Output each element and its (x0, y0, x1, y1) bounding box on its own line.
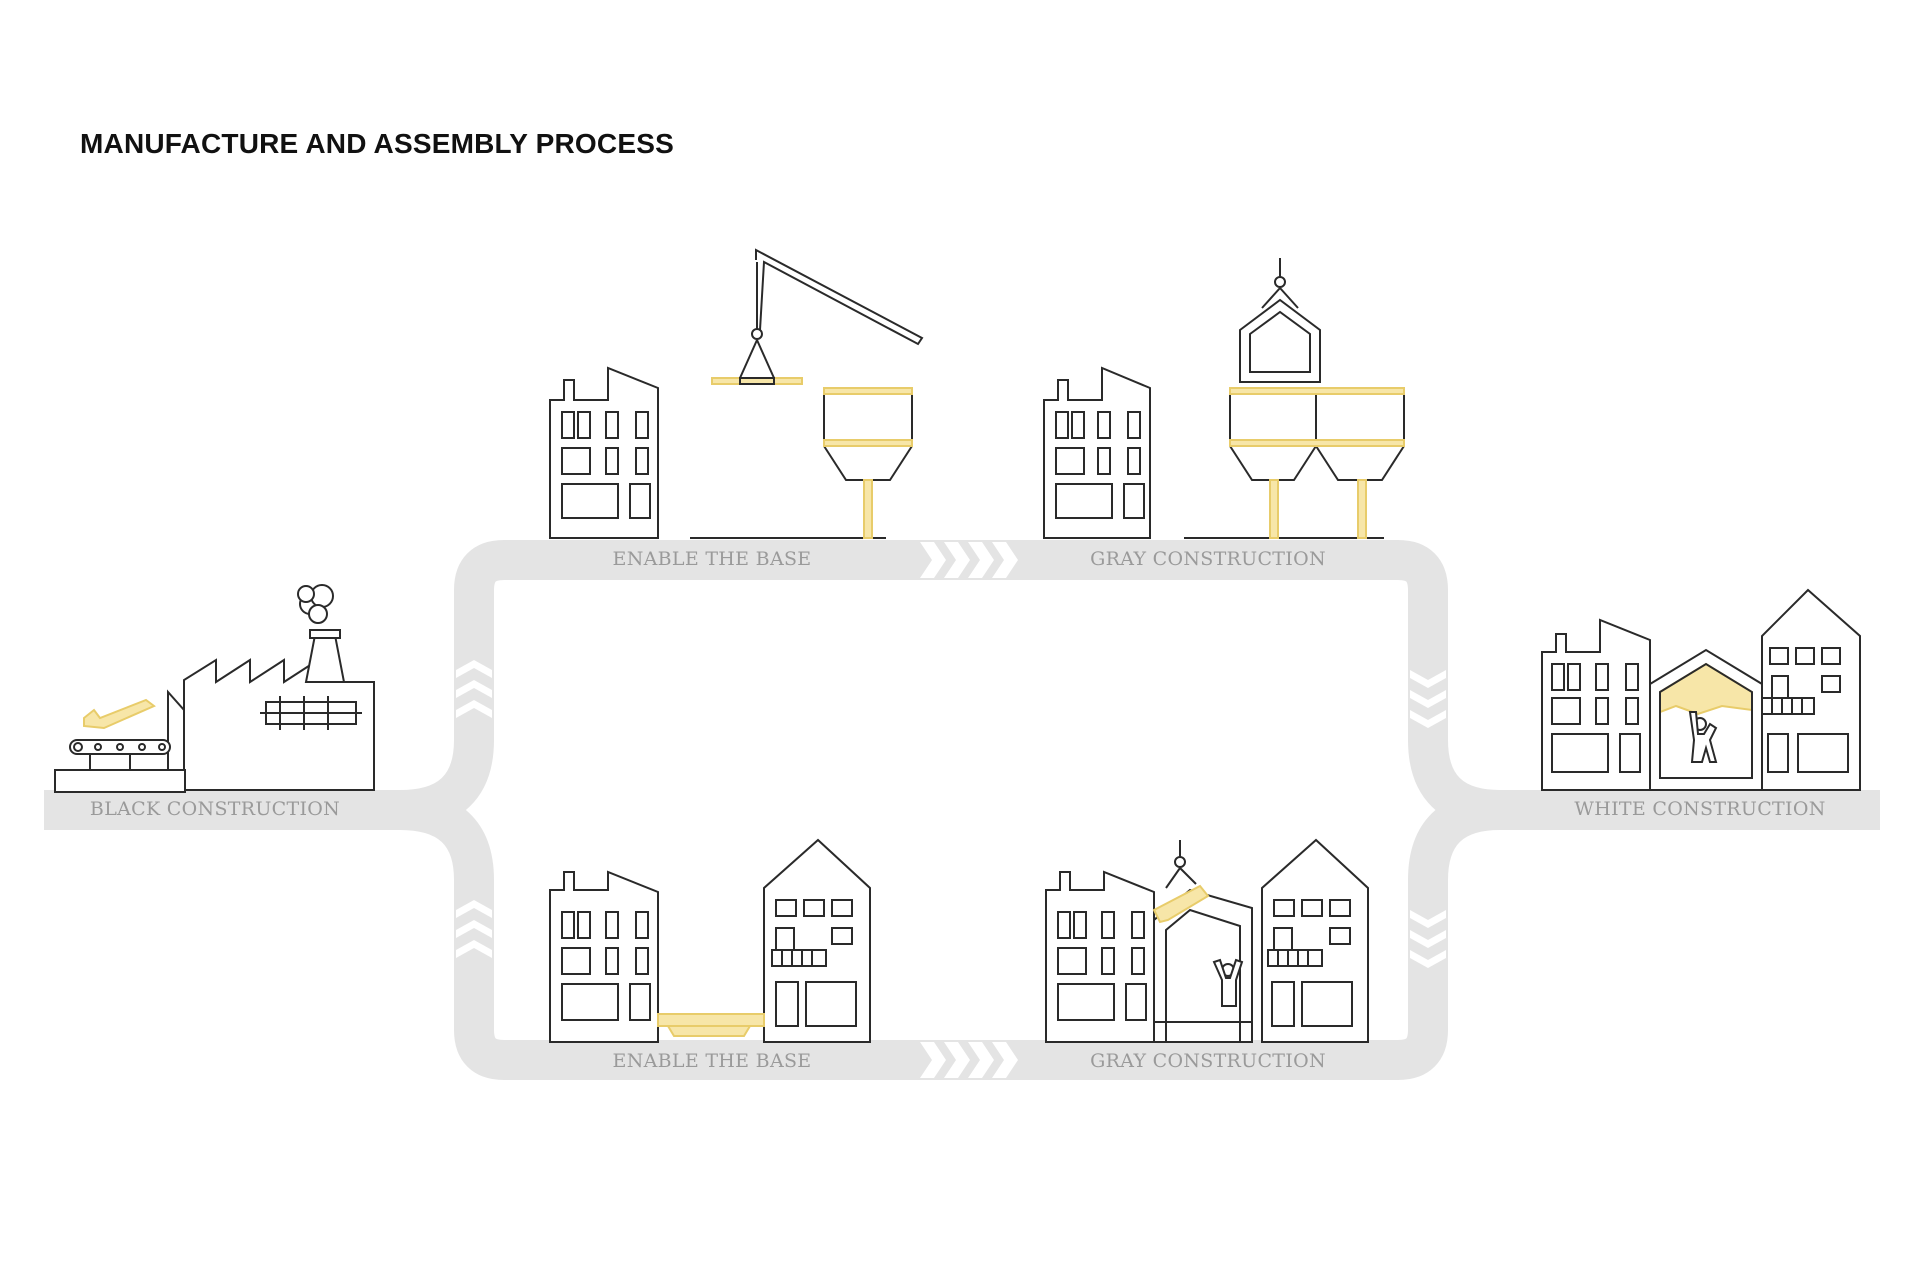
left-road-chevrons (456, 660, 492, 958)
diagram-title: MANUFACTURE AND ASSEMBLY PROCESS (80, 128, 674, 159)
right-road-chevrons (1410, 670, 1446, 968)
step-label-bottom-gray-construction: GRAY CONSTRUCTION (1090, 1050, 1326, 1072)
worker-icon (1688, 711, 1718, 763)
top-enable-base-illustration (549, 248, 924, 539)
top-gray-construction-illustration (1043, 258, 1405, 539)
factory-illustration (54, 584, 375, 793)
step-label-top-enable-base: ENABLE THE BASE (612, 548, 812, 570)
top-road-chevrons (920, 542, 1018, 578)
bottom-road-chevrons (920, 1042, 1018, 1078)
step-label-bottom-enable-base: ENABLE THE BASE (612, 1050, 812, 1072)
bottom-gray-construction-illustration (1045, 838, 1369, 1043)
step-label-black-construction: BLACK CONSTRUCTION (89, 798, 341, 820)
step-label-top-gray-construction: GRAY CONSTRUCTION (1090, 548, 1326, 570)
worker-icon (1212, 958, 1244, 1007)
smoke-icon (297, 584, 334, 624)
step-label-white-construction: WHITE CONSTRUCTION (1574, 798, 1826, 820)
white-construction-illustration (1541, 588, 1861, 791)
process-road (44, 540, 1880, 1080)
bottom-enable-base-illustration (549, 838, 871, 1043)
